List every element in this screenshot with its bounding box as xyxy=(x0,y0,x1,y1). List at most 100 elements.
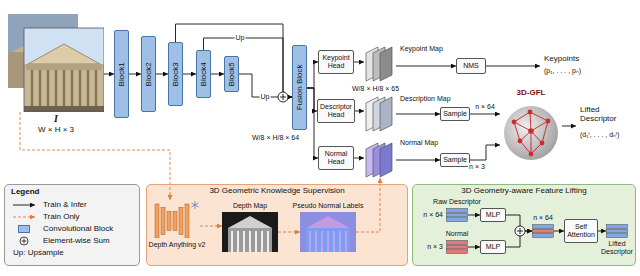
feature-map: Keypoint Map xyxy=(364,46,396,82)
legend-text: Train & Infer xyxy=(43,200,87,210)
normal-label-image: Pseudo Normal Labels xyxy=(300,212,356,252)
flow-arrow xyxy=(104,74,114,75)
conv-block: Block4 xyxy=(196,50,211,98)
sample-box: Sample xyxy=(440,153,470,167)
annotation-label: W/8 × H/8 × 65 xyxy=(352,85,399,93)
flow-arrow xyxy=(211,74,224,75)
flow-arrow xyxy=(396,114,440,115)
edge-label: Up xyxy=(235,34,246,42)
train-only-arrow xyxy=(278,232,300,233)
shape-art xyxy=(500,90,562,162)
flow-arrow xyxy=(354,62,364,63)
node-text: n × 3 xyxy=(427,243,443,251)
node-text: Description Map xyxy=(400,95,451,103)
shape-art xyxy=(222,212,278,252)
shape-art xyxy=(606,224,628,238)
flow-arrow xyxy=(307,88,318,158)
lifting-panel: 3D Geometry-aware Feature LiftingRaw Des… xyxy=(412,184,636,266)
node-text: NMS xyxy=(463,62,479,70)
sample-box: Sample xyxy=(440,107,470,121)
node-text: Sample xyxy=(443,110,467,118)
node-text: n × 64 xyxy=(423,211,443,219)
descriptor-stack: Raw Descriptorn × 64 xyxy=(446,208,468,222)
flow-arrow xyxy=(156,74,168,75)
flow-arrow xyxy=(468,247,480,248)
node-text: Descriptor Head xyxy=(320,103,352,118)
flow-arrow xyxy=(354,158,364,159)
input-image: IW × H × 3 xyxy=(8,14,104,112)
edge-label: Up xyxy=(260,93,271,101)
annotation-label: W/8 × H/8 × 64 xyxy=(252,134,299,142)
node-text: 3D Geometric Knowledge Supervision xyxy=(147,187,407,196)
edge-label: n × 3 xyxy=(468,163,486,171)
conv-block: Block2 xyxy=(141,36,156,112)
flow-arrow xyxy=(183,74,196,75)
supervision-panel: 3D Geometric Knowledge SupervisionDepth … xyxy=(146,184,408,266)
shape-art xyxy=(8,14,104,112)
sum-symbol xyxy=(278,92,288,102)
nms-box: NMS xyxy=(456,58,486,74)
node-text: Block4 xyxy=(199,62,208,86)
lifting-ground xyxy=(412,184,636,266)
legend-text: Element-wise Sum xyxy=(43,236,110,246)
legend-sum xyxy=(22,239,27,244)
node-text: Keypoint Map xyxy=(400,45,443,53)
node-text: n × 64 xyxy=(533,214,553,222)
node-text: Lifted Descriptor xyxy=(597,240,637,255)
fusion-block: Fusion Block xyxy=(292,45,307,130)
depth-map-image: Depth Map xyxy=(222,212,278,252)
shape-art xyxy=(446,208,468,222)
node-text: I xyxy=(8,113,104,124)
flow-arrow xyxy=(204,38,293,97)
node-text: W × H × 3 xyxy=(8,126,104,135)
shape-art xyxy=(532,224,554,238)
node-text: Raw Descriptor xyxy=(433,198,481,206)
legend-text: Train Only xyxy=(43,212,80,222)
node-text: Block1 xyxy=(117,62,126,86)
flow-arrow xyxy=(176,24,293,97)
conv-block: Block1 xyxy=(114,30,129,118)
flow-arrow xyxy=(470,145,500,160)
node-text: 3D Geometry-aware Feature Lifting xyxy=(413,187,635,196)
node-text: Pseudo Normal Labels xyxy=(293,202,364,210)
shape-art xyxy=(364,142,396,178)
flow-arrow xyxy=(355,111,364,112)
flow-arrow xyxy=(468,215,480,216)
shape-art xyxy=(300,212,356,252)
node-text: Depth Map xyxy=(233,202,267,210)
node-text: MLP xyxy=(486,211,500,219)
conv-block: Block5 xyxy=(224,56,239,92)
shape-art xyxy=(364,96,396,132)
legend-swatch xyxy=(18,225,30,233)
gfl-graph: 3D-GFL xyxy=(500,90,562,162)
node-text: Keypoint Head xyxy=(321,54,351,69)
legend-text: Up: Upsample xyxy=(13,248,64,258)
attention-box: Self Attention xyxy=(564,219,598,243)
legend-text: Convolutional Block xyxy=(43,224,113,234)
output-arrow xyxy=(562,126,576,127)
node-text: Self Attention xyxy=(567,223,595,238)
node-text: Legend xyxy=(11,188,39,197)
normal-stack: Normaln × 3 xyxy=(446,240,468,254)
head-box: Normal Head xyxy=(318,146,354,170)
edge-label: n × 64 xyxy=(474,103,496,111)
node-text: Normal Head xyxy=(321,150,351,165)
flow-arrow xyxy=(598,231,606,232)
feature-map: Normal Map xyxy=(364,142,396,178)
mlp-box: MLP xyxy=(480,208,506,222)
depth-model: Depth Anything v2 xyxy=(154,200,200,238)
sum-symbol xyxy=(515,226,525,236)
flow-arrow xyxy=(307,62,318,88)
flow-arrow xyxy=(396,66,456,67)
node-text: Block3 xyxy=(171,62,180,86)
node-text: Depth Anything v2 xyxy=(149,241,206,249)
shape-art xyxy=(364,46,396,82)
train-only-arrow xyxy=(200,226,222,227)
legend-box: LegendTrain & InferTrain OnlyConvolution… xyxy=(4,184,140,266)
flow-arrow xyxy=(470,114,500,115)
annotation-label: Keypoints xyxy=(544,55,579,64)
node-text: Normal Map xyxy=(400,139,438,147)
flow-arrow xyxy=(129,74,141,75)
conv-block: Block3 xyxy=(168,42,183,106)
